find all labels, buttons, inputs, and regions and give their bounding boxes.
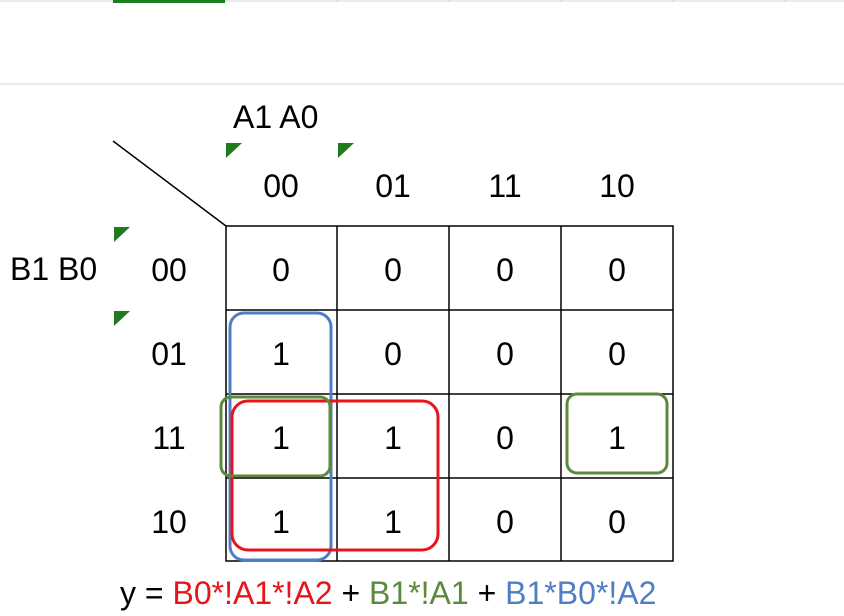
kmap-cell[interactable]: 0	[384, 336, 402, 372]
formula-separator: +	[469, 575, 505, 611]
kmap-grid	[225, 225, 674, 562]
row-header: 00	[151, 252, 187, 288]
column-variables-label: A1 A0	[233, 99, 318, 135]
column-header: 00	[263, 168, 299, 204]
boolean-formula: y = B0*!A1*!A2 + B1*!A1 + B1*B0*!A2	[120, 575, 656, 611]
column-header: 11	[488, 168, 521, 204]
kmap-cell[interactable]: 0	[496, 420, 514, 456]
formula-prefix: y =	[120, 575, 172, 611]
row-variables-label: B1 B0	[10, 251, 97, 287]
formula-term-green: B1*!A1	[369, 575, 469, 611]
comment-marker[interactable]	[114, 311, 130, 326]
comment-marker[interactable]	[226, 143, 242, 158]
kmap-cell[interactable]: 1	[272, 420, 290, 456]
column-header: 10	[599, 168, 635, 204]
kmap-cell[interactable]: 1	[384, 420, 402, 456]
column-header: 01	[375, 168, 411, 204]
corner-diagonal	[112, 140, 227, 227]
kmap-cell[interactable]: 0	[608, 336, 626, 372]
kmap-cell[interactable]: 0	[496, 504, 514, 540]
row-header: 11	[152, 420, 185, 456]
kmap-cell[interactable]: 0	[496, 336, 514, 372]
kmap-cell[interactable]: 0	[608, 504, 626, 540]
kmap-cell[interactable]: 0	[272, 252, 290, 288]
formula-term-red: B0*!A1*!A2	[172, 575, 332, 611]
kmap-cell[interactable]: 1	[272, 504, 290, 540]
selected-cell-indicator[interactable]	[113, 0, 225, 3]
formula-term-blue: B1*B0*!A2	[505, 575, 656, 611]
row-header: 10	[151, 504, 187, 540]
kmap-cell[interactable]: 1	[272, 336, 290, 372]
kmap-cell[interactable]: 0	[384, 252, 402, 288]
group-loop-green-right[interactable]	[565, 392, 669, 475]
spreadsheet-gridlines	[0, 0, 844, 85]
kmap-cell[interactable]: 1	[384, 504, 402, 540]
comment-marker[interactable]	[114, 227, 130, 242]
comment-marker[interactable]	[338, 143, 354, 158]
kmap-cell[interactable]: 0	[496, 252, 514, 288]
kmap-cell[interactable]: 0	[608, 252, 626, 288]
formula-separator: +	[333, 575, 369, 611]
kmap-cell[interactable]: 1	[608, 420, 626, 456]
row-header: 01	[151, 336, 187, 372]
kmap-cells: 0 0 0 0 1 0 0 0 1 1 0 1 1 1 0 0	[272, 252, 626, 540]
group-loop-green-left[interactable]	[219, 395, 332, 478]
